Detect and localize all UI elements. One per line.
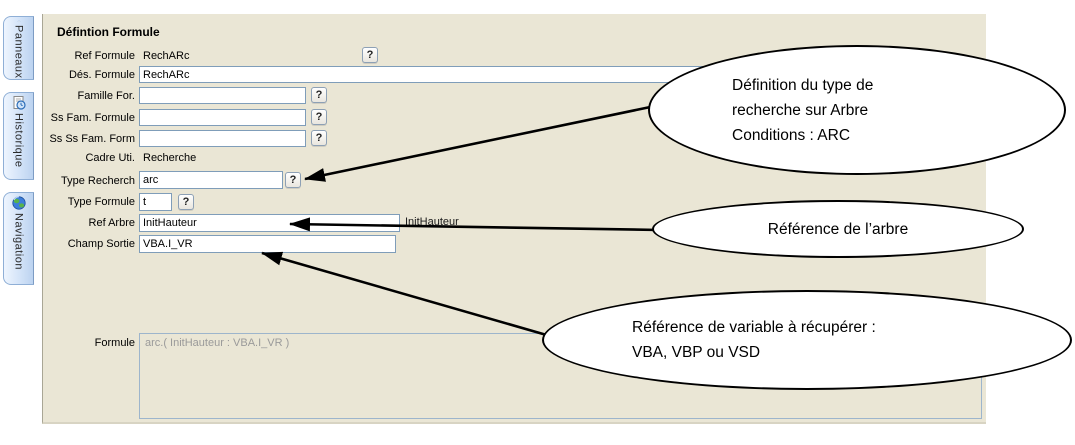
ss-fam-formule-input[interactable]: [139, 109, 306, 126]
help-button-ss-ss-fam-form[interactable]: ?: [311, 130, 327, 146]
help-button-famille-for[interactable]: ?: [311, 87, 327, 103]
help-button-ss-fam-formule[interactable]: ?: [311, 109, 327, 125]
help-button-ref-formule[interactable]: ?: [362, 47, 378, 63]
callout-champ-sortie: Référence de variable à récupérer : VBA,…: [542, 290, 1072, 390]
ss-fam-formule-label: Ss Fam. Formule: [50, 112, 135, 124]
sidebar-tab-historique[interactable]: Historique: [3, 92, 34, 180]
type-formule-input[interactable]: [139, 193, 172, 211]
ref-formule-label: Ref Formule: [74, 50, 135, 62]
ss-ss-fam-form-label: Ss Ss Fam. Form: [49, 133, 135, 145]
callout-type-recherche: Définition du type de recherche sur Arbr…: [648, 45, 1066, 175]
type-recherch-input[interactable]: [139, 171, 283, 189]
sidebar-tab-label: Panneaux: [12, 25, 25, 79]
ref-arbre-input[interactable]: [139, 214, 400, 232]
famille-for-input[interactable]: [139, 87, 306, 104]
famille-for-label: Famille For.: [77, 90, 135, 102]
sidebar-tab-label: Navigation: [12, 213, 25, 270]
callout-line: VBA, VBP ou VSD: [632, 344, 761, 361]
panneaux-icon: [17, 20, 20, 23]
sidebar-tab-panneaux[interactable]: Panneaux: [3, 16, 34, 80]
ref-arbre-description: InitHauteur: [405, 216, 459, 228]
type-formule-label: Type Formule: [67, 196, 135, 208]
cadre-uti-value: Recherche: [143, 152, 197, 164]
callout-line: recherche sur Arbre: [732, 101, 869, 119]
callout-line: Référence de l’arbre: [767, 220, 909, 238]
navigation-icon: [11, 196, 26, 210]
historique-icon: [13, 96, 26, 110]
ref-formule-value: RechARc: [143, 50, 190, 62]
cadre-uti-label: Cadre Uti.: [85, 152, 135, 164]
formule-label: Formule: [94, 337, 135, 349]
des-formule-label: Dés. Formule: [68, 69, 135, 81]
help-button-type-recherch[interactable]: ?: [285, 172, 301, 188]
callout-line: Définition du type de: [732, 76, 874, 94]
type-recherch-label: Type Recherch: [61, 175, 135, 187]
sidebar-tab-navigation[interactable]: Navigation: [3, 192, 34, 285]
champ-sortie-label: Champ Sortie: [67, 238, 135, 250]
help-button-type-formule[interactable]: ?: [178, 194, 194, 210]
sidebar-tab-label: Historique: [12, 113, 25, 168]
ref-arbre-label: Ref Arbre: [88, 217, 135, 229]
callout-line: Référence de variable à récupérer :: [632, 319, 876, 336]
ss-ss-fam-form-input[interactable]: [139, 130, 306, 147]
page-title: Défintion Formule: [57, 25, 160, 39]
callout-line: Conditions : ARC: [732, 126, 851, 144]
callout-ref-arbre: Référence de l’arbre: [652, 200, 1024, 258]
champ-sortie-input[interactable]: [139, 235, 396, 253]
